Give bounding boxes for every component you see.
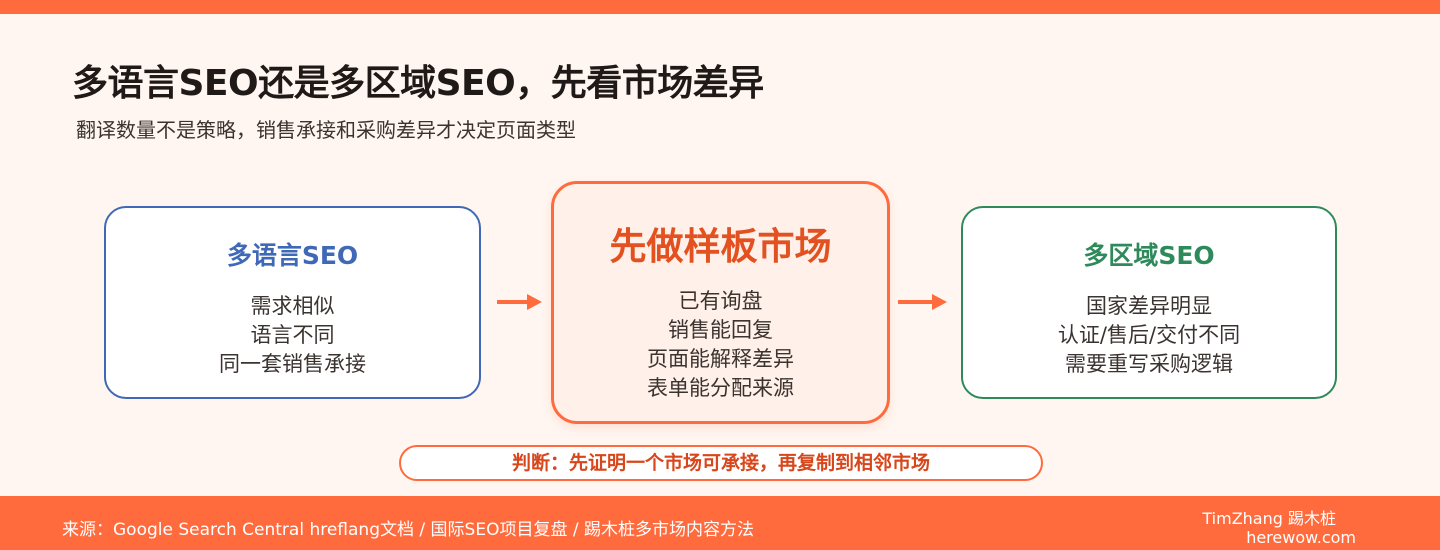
arrow-right-icon	[497, 294, 542, 310]
top-accent-bar	[0, 0, 1440, 14]
card-line: 需要重写采购逻辑	[1065, 352, 1233, 376]
arrow-right-icon	[898, 294, 947, 310]
card-line: 认证/售后/交付不同	[1057, 323, 1241, 347]
card-multilingual-lines: 需求相似 语言不同 同一套销售承接	[106, 292, 479, 379]
card-line: 语言不同	[250, 323, 335, 347]
card-pilot-lines: 已有询盘 销售能回复 页面能解释差异 表单能分配来源	[554, 287, 887, 403]
conclusion-pill: 判断：先证明一个市场可承接，再复制到相邻市场	[399, 445, 1043, 481]
card-multilingual-seo: 多语言SEO 需求相似 语言不同 同一套销售承接	[104, 206, 481, 399]
card-multiregional-title: 多区域SEO	[1083, 241, 1215, 270]
source-note: 来源：Google Search Central hreflang文档 / 国际…	[62, 520, 754, 540]
card-pilot-title: 先做样板市场	[609, 225, 832, 268]
brand-name: TimZhang 踢木桩	[1202, 509, 1336, 528]
card-multiregional-seo: 多区域SEO 国家差异明显 认证/售后/交付不同 需要重写采购逻辑	[961, 206, 1337, 399]
card-line: 销售能回复	[668, 318, 773, 342]
card-multilingual-title: 多语言SEO	[226, 241, 359, 270]
footer-bar: 来源：Google Search Central hreflang文档 / 国际…	[0, 496, 1440, 550]
card-multiregional-lines: 国家差异明显 认证/售后/交付不同 需要重写采购逻辑	[963, 292, 1335, 379]
site-url: herewow.com	[1246, 528, 1356, 547]
card-line: 页面能解释差异	[647, 347, 794, 371]
card-pilot-market: 先做样板市场 已有询盘 销售能回复 页面能解释差异 表单能分配来源	[551, 181, 890, 424]
card-line: 需求相似	[250, 294, 335, 318]
page-subtitle: 翻译数量不是策略，销售承接和采购差异才决定页面类型	[76, 118, 576, 142]
card-line: 同一套销售承接	[219, 352, 366, 376]
card-line: 表单能分配来源	[647, 376, 794, 400]
card-line: 国家差异明显	[1086, 294, 1212, 318]
page-title: 多语言SEO还是多区域SEO，先看市场差异	[72, 63, 764, 104]
card-line: 已有询盘	[678, 289, 763, 313]
